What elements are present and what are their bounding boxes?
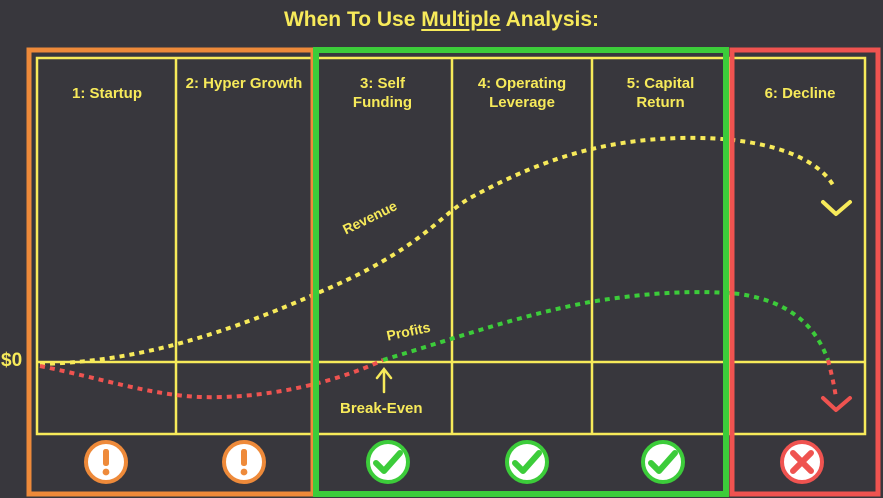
profits-arrowhead	[821, 396, 852, 412]
title-suffix: Analysis:	[500, 8, 600, 31]
stage-label-operating-leverage: 4: Operating Leverage	[477, 75, 567, 111]
check-icon	[365, 439, 411, 485]
revenue-arrowhead	[821, 200, 852, 216]
stage-label-startup: 1: Startup	[71, 85, 142, 102]
diagram-title: When To Use Multiple Analysis:	[0, 8, 883, 32]
break-even-arrow	[375, 366, 393, 394]
zone-avoid	[729, 47, 881, 497]
exclamation-icon	[83, 439, 129, 485]
stage-label-self-funding: 3: Self Funding	[352, 75, 413, 111]
stage-label-capital-return: 5: Capital Return	[626, 75, 695, 111]
exclamation-icon	[221, 439, 267, 485]
check-icon	[640, 439, 686, 485]
profits-decline-segment	[826, 359, 838, 399]
stage-label-hyper-growth: 2: Hyper Growth	[185, 75, 303, 92]
zone-caution	[26, 47, 316, 497]
title-emphasis: Multiple	[421, 8, 501, 31]
zone-ok	[313, 47, 729, 497]
profits-negative-segment	[39, 358, 384, 400]
profits-positive-segment	[382, 290, 830, 362]
check-icon	[504, 439, 550, 485]
stage-label-decline: 6: Decline	[764, 85, 836, 102]
title-prefix: When To Use	[283, 8, 422, 31]
zero-label: $0	[1, 350, 23, 371]
break-even-label: Break-Even	[340, 400, 423, 417]
stage-grid	[35, 56, 867, 436]
revenue-curve	[39, 135, 835, 366]
x-icon	[779, 439, 825, 485]
